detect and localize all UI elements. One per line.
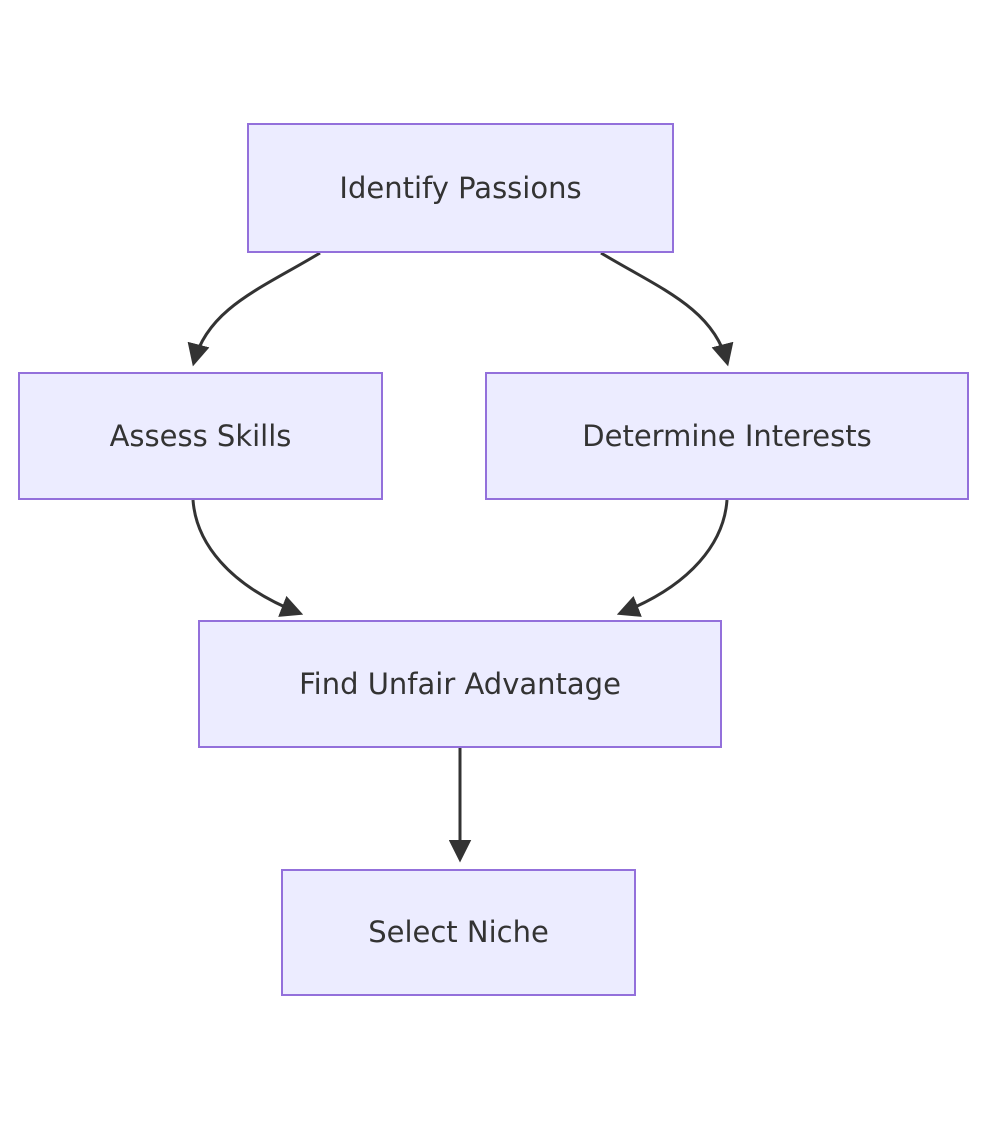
node-select-niche: Select Niche <box>281 869 636 996</box>
edge-assess-to-find <box>191 499 304 617</box>
node-find-unfair-advantage-label: Find Unfair Advantage <box>299 666 621 701</box>
edge-identify-to-assess <box>187 251 321 367</box>
node-assess-skills-label: Assess Skills <box>109 418 292 453</box>
node-identify-passions: Identify Passions <box>247 123 674 253</box>
node-determine-interests-label: Determine Interests <box>582 418 872 453</box>
node-determine-interests: Determine Interests <box>485 372 969 500</box>
node-assess-skills: Assess Skills <box>18 372 383 500</box>
node-select-niche-label: Select Niche <box>368 915 549 950</box>
node-identify-passions-label: Identify Passions <box>339 170 582 205</box>
node-find-unfair-advantage: Find Unfair Advantage <box>198 620 722 748</box>
edge-identify-to-determine <box>600 251 734 367</box>
edge-determine-to-find <box>616 499 729 617</box>
